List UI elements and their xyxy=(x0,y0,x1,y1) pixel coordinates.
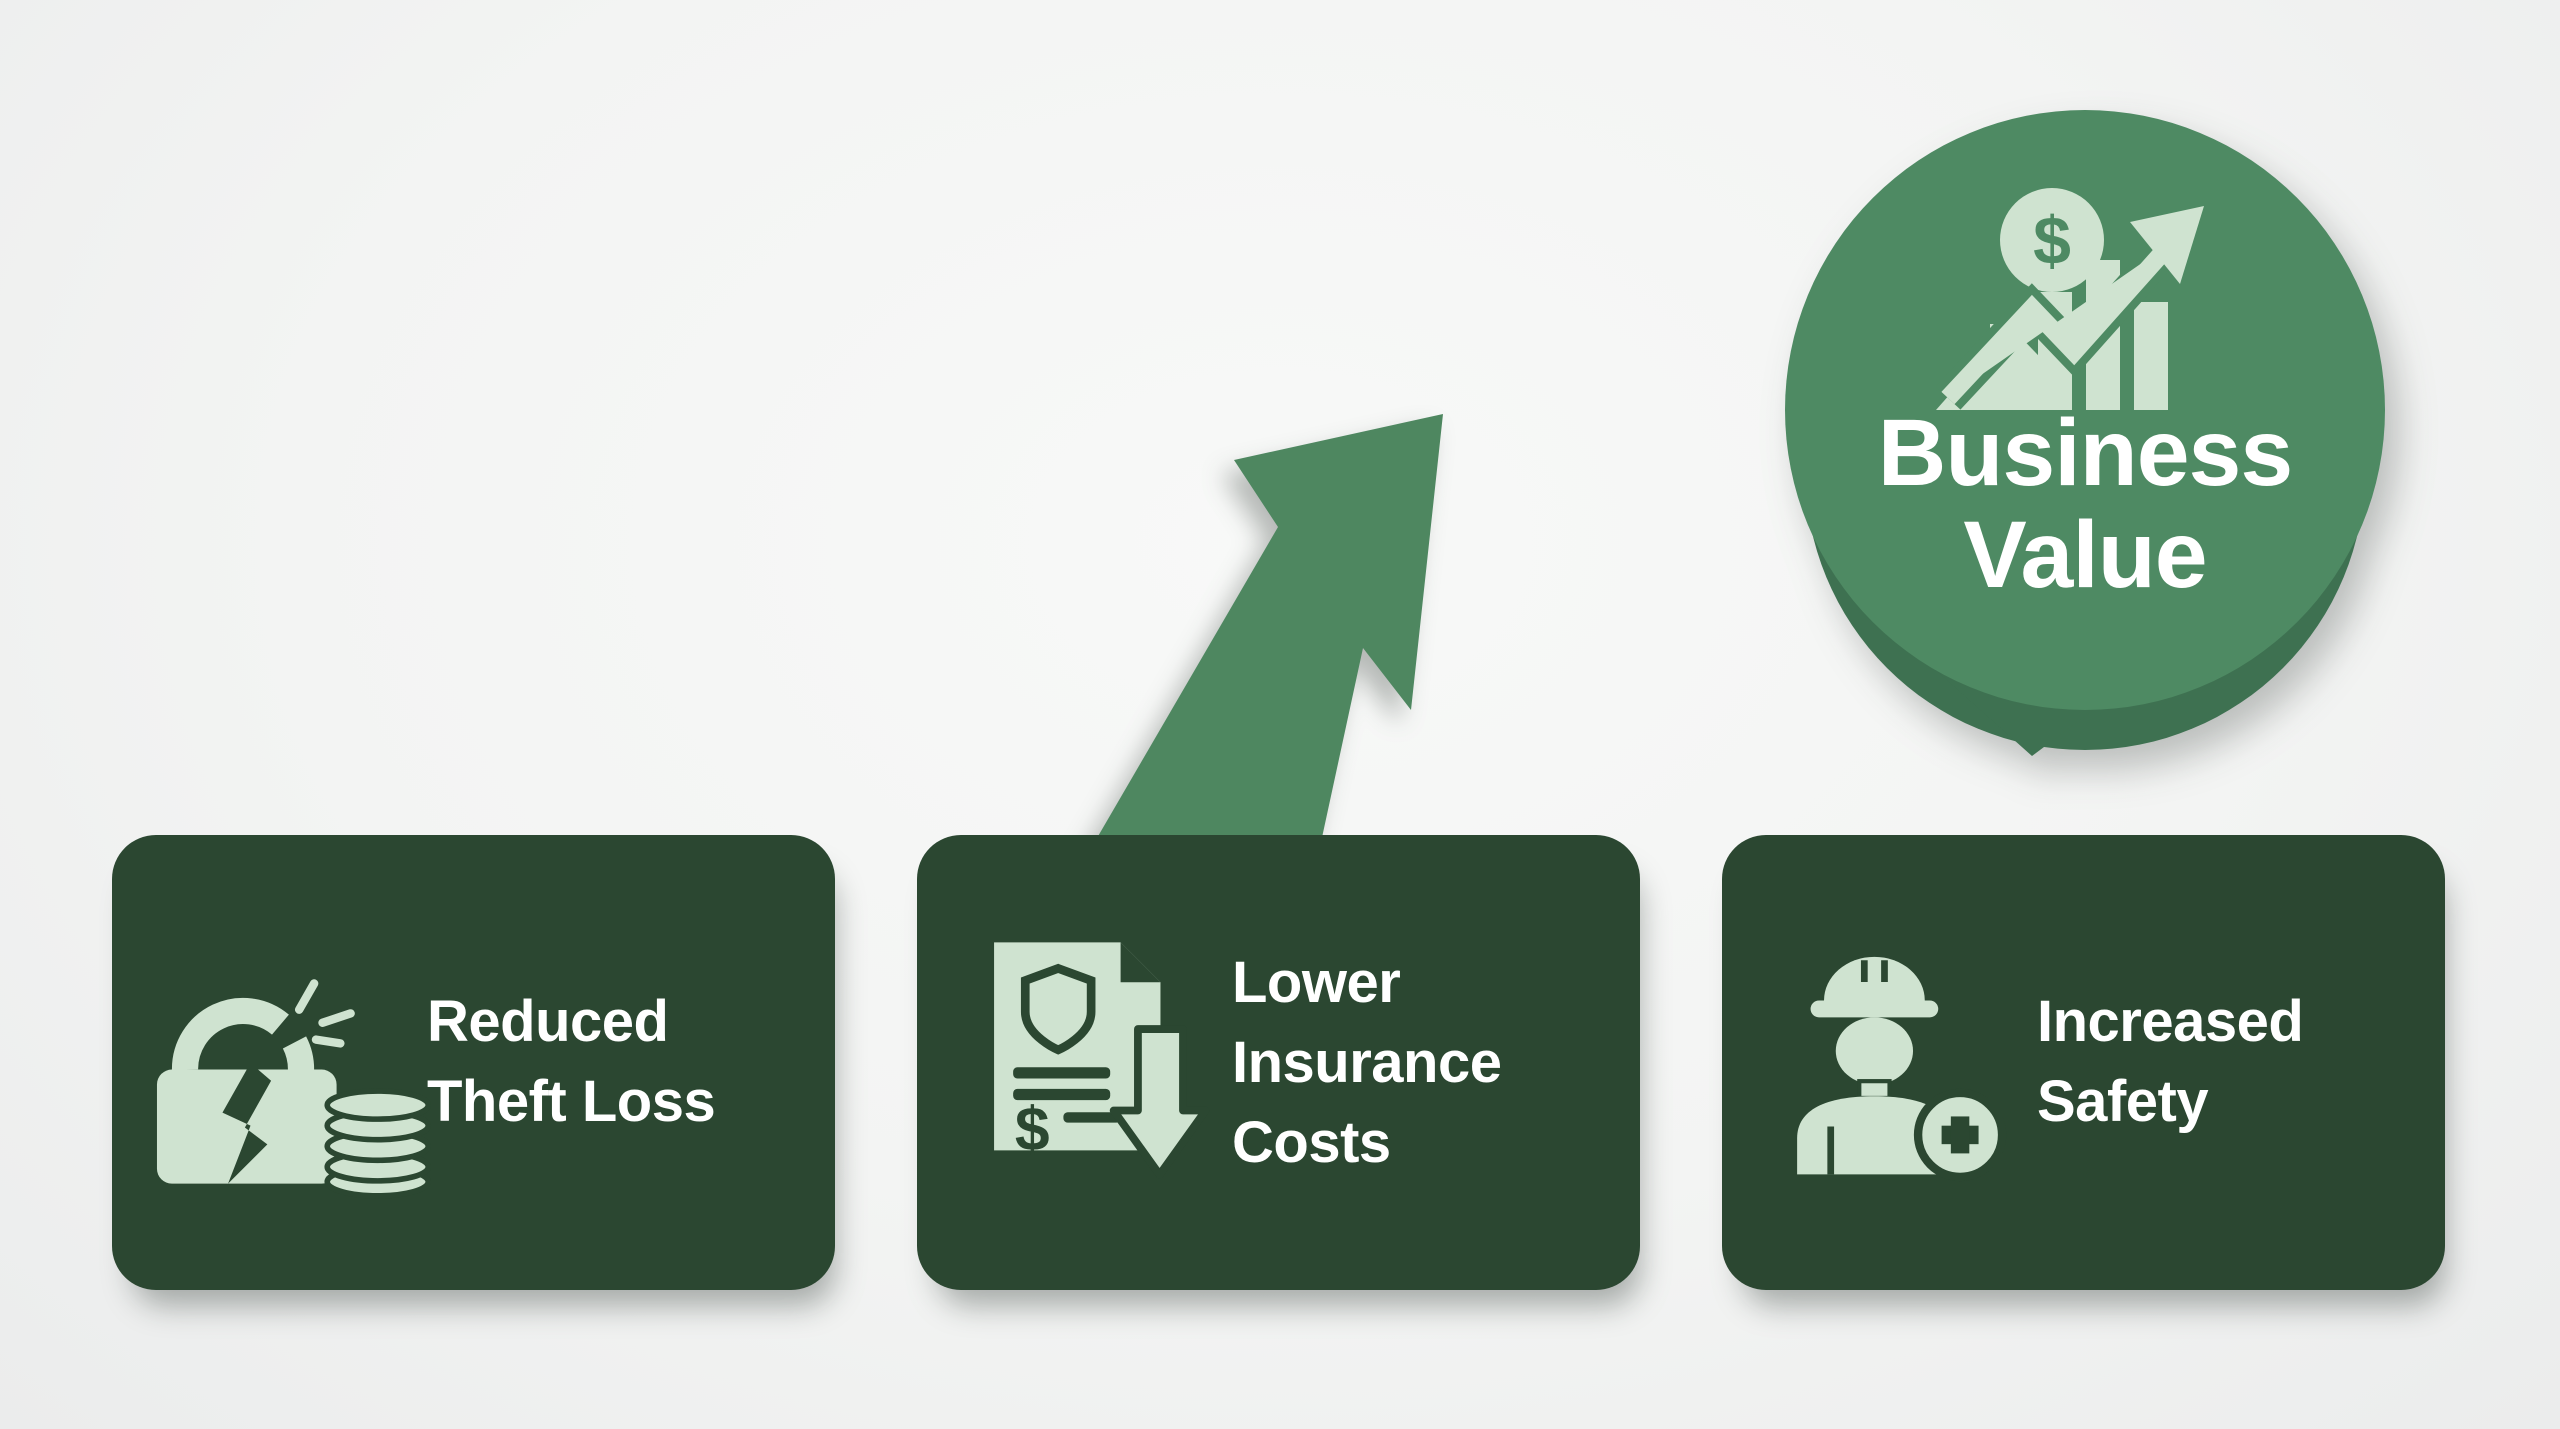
card-label-line2: Safety xyxy=(2037,1069,2209,1134)
break-spark-lines xyxy=(294,979,355,1048)
card-reduced-theft-loss: Reduced Theft Loss xyxy=(112,835,835,1290)
broken-padlock-coins-icon xyxy=(156,979,432,1199)
card-label-line2: Theft Loss xyxy=(427,1069,716,1134)
badge-label: Business Value xyxy=(1830,402,2340,606)
shield-icon xyxy=(1020,963,1096,1055)
card-increased-safety: Increased Safety xyxy=(1722,835,2445,1290)
document-dollar-symbol: $ xyxy=(1015,1095,1050,1164)
trend-arrowhead xyxy=(2130,206,2204,284)
hat-ridges xyxy=(1860,960,1888,983)
down-arrow-icon xyxy=(1109,1025,1210,1179)
worker-hardhat-plus-icon xyxy=(1797,956,2007,1182)
business-value-badge: $ xyxy=(1785,110,2385,756)
card-label: Reduced Theft Loss xyxy=(427,982,716,1142)
badge-label-line1: Business xyxy=(1877,400,2293,506)
card-label-line1: Reduced xyxy=(427,989,669,1054)
badge-circle xyxy=(1785,110,2385,710)
card-label-line1: Lower xyxy=(1232,950,1401,1015)
card-lower-insurance-costs: $ Lower Insurance Costs xyxy=(917,835,1640,1290)
card-label: Lower Insurance Costs xyxy=(1232,943,1502,1183)
insurance-document-down-arrow-icon: $ xyxy=(994,942,1210,1179)
card-label-line2: Insurance xyxy=(1232,1030,1502,1095)
hard-hat-dome xyxy=(1824,956,1925,1001)
neck xyxy=(1857,1079,1892,1101)
coin-dollar-symbol: $ xyxy=(2033,203,2071,279)
upward-trend-arrow xyxy=(1065,414,1443,893)
torso xyxy=(1797,1096,1952,1175)
folded-corner xyxy=(1120,942,1161,983)
card-label-line1: Increased xyxy=(2037,989,2304,1054)
worker-head xyxy=(1835,1017,1914,1085)
card-label-line3: Costs xyxy=(1232,1110,1391,1175)
coin-stack xyxy=(324,1088,432,1199)
growth-chart-dollar-icon: $ xyxy=(1935,188,2204,410)
dollar-coin-icon xyxy=(2000,188,2104,292)
crack-bolt xyxy=(222,1069,272,1184)
card-label: Increased Safety xyxy=(2037,982,2304,1142)
hat-brim xyxy=(1810,1000,1939,1018)
badge-label-line2: Value xyxy=(1963,502,2207,608)
